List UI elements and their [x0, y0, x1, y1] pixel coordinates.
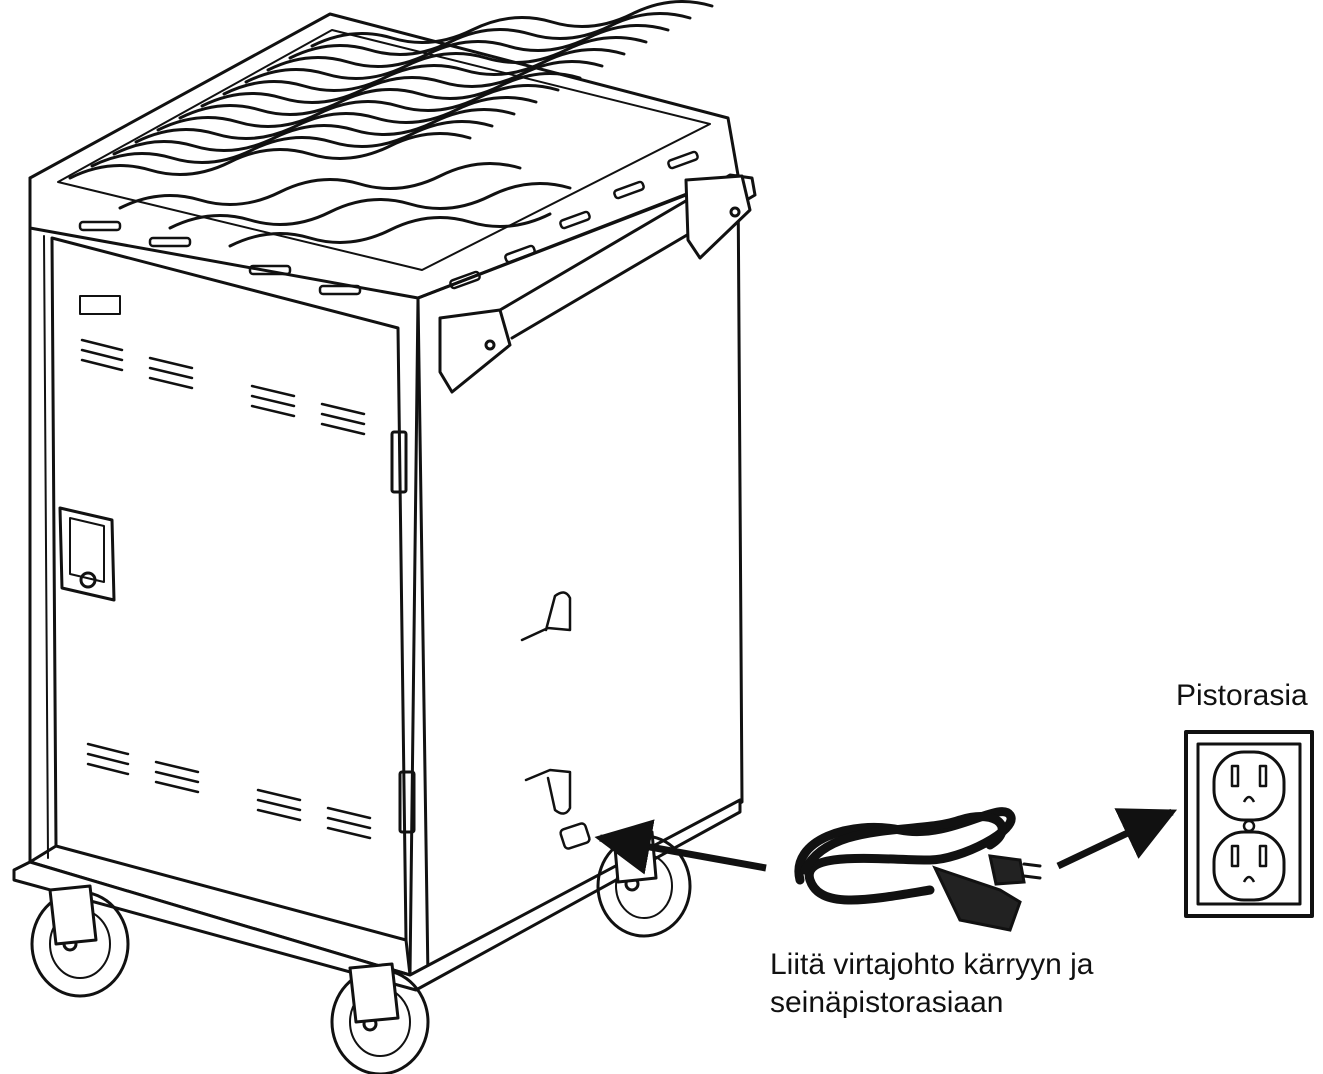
caption: Liitä virtajohto kärryyn ja seinäpistora…	[770, 946, 1093, 1022]
arrow-icon	[594, 808, 1178, 875]
charging-cart-icon	[12, 0, 757, 1074]
power-cord-icon	[794, 807, 1042, 932]
caption-line-2: seinäpistorasiaan	[770, 986, 1004, 1019]
wall-outlet-icon	[1184, 730, 1314, 918]
caption-line-1: Liitä virtajohto kärryyn ja	[770, 948, 1094, 981]
outlet-label: Pistorasia	[1176, 679, 1308, 712]
